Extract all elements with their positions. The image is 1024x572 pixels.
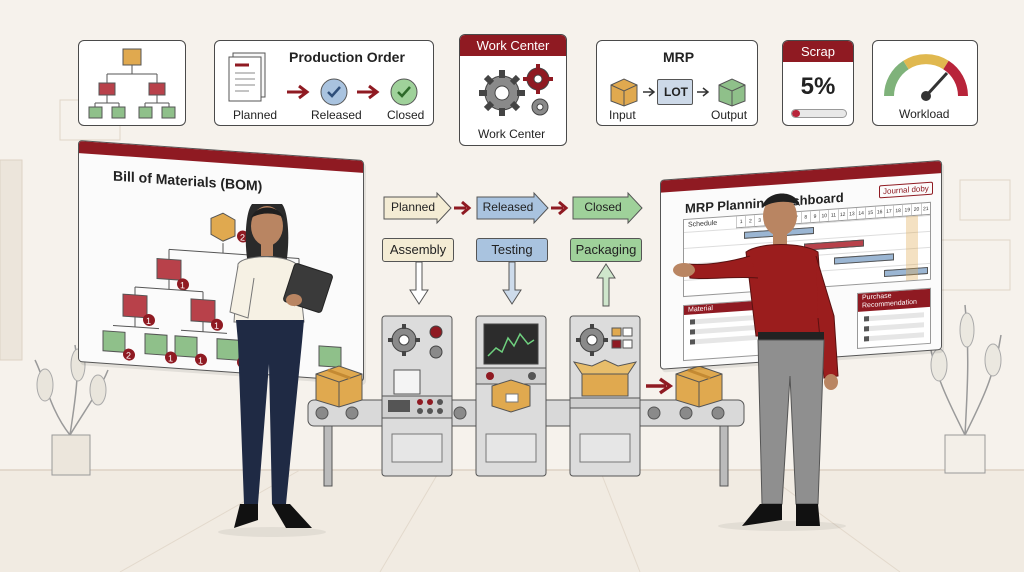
station-testing-label: Testing xyxy=(476,238,548,262)
output-label: Output xyxy=(711,108,748,122)
bom-badge: 2 xyxy=(126,350,131,360)
purchase-row xyxy=(864,322,924,332)
station-packaging-label: Packaging xyxy=(570,238,642,262)
gantt-highlight xyxy=(906,215,918,281)
box-icon xyxy=(610,78,638,107)
gauge-icon xyxy=(884,54,968,101)
arrow-right-icon xyxy=(454,200,472,216)
arrow-right-icon xyxy=(646,377,674,395)
status-arrow-released xyxy=(476,191,549,225)
gears-icon xyxy=(479,64,553,116)
scrap-card[interactable]: Scrap 5% xyxy=(782,40,854,126)
purchase-row xyxy=(864,332,924,342)
assembly-machine xyxy=(381,315,453,477)
workload-label: Workload xyxy=(899,107,950,121)
arrow-down-icon xyxy=(409,261,429,305)
step-released-label: Released xyxy=(311,108,362,122)
arrow-up-icon xyxy=(596,263,616,307)
status-planned-label: Planned xyxy=(390,200,436,214)
bom-badge: 1 xyxy=(180,280,185,290)
journal-tag: Journal doby xyxy=(879,181,933,199)
plant-right xyxy=(929,304,1002,474)
man-presenting xyxy=(673,193,846,531)
scrap-bar-fill xyxy=(792,110,801,117)
arrow-right-icon xyxy=(697,87,710,97)
status-arrow-closed xyxy=(572,191,643,225)
purchase-panel: Purchase Recommendation xyxy=(857,287,931,349)
status-arrow-planned xyxy=(383,191,452,225)
cube-icon xyxy=(718,78,746,107)
testing-machine xyxy=(475,315,547,477)
bom-tree-icon xyxy=(88,48,176,119)
check-circle-icon xyxy=(390,78,418,106)
scrap-value: 5% xyxy=(800,73,836,100)
arrow-right-icon xyxy=(287,84,310,100)
station-assembly-label: Assembly xyxy=(382,238,454,262)
work-center-label: Work Center xyxy=(478,127,546,141)
packaging-machine xyxy=(569,315,641,477)
production-order-card[interactable]: Production Order Planned Released Closed xyxy=(214,40,434,126)
bom-diagram: 2 1 1 1 2 1 1 1 xyxy=(102,212,342,369)
status-closed-label: Closed xyxy=(584,200,622,214)
bom-tree-card[interactable] xyxy=(78,40,186,126)
arrow-right-icon xyxy=(551,200,569,216)
bom-badge: 2 xyxy=(240,232,245,242)
step-planned-label: Planned xyxy=(233,108,278,122)
workload-card[interactable]: Workload xyxy=(872,40,978,126)
gantt-day-cell: 18 xyxy=(892,204,903,217)
gantt-day-cell: 17 xyxy=(883,205,893,218)
scrap-header: Scrap xyxy=(783,41,853,62)
bom-badge: 1 xyxy=(214,321,219,331)
check-circle-icon xyxy=(320,78,348,106)
work-center-header: Work Center xyxy=(460,35,566,56)
gantt-day-cell: 16 xyxy=(874,206,884,218)
gantt-day-cell: 19 xyxy=(902,204,912,216)
mrp-card-title: MRP xyxy=(663,49,695,65)
box-icon xyxy=(315,365,363,408)
step-closed-label: Closed xyxy=(387,108,425,122)
bom-badge: 1 xyxy=(168,353,173,363)
work-center-card[interactable]: Work Center Work Center xyxy=(459,34,567,146)
arrow-right-icon xyxy=(643,87,656,97)
status-released-label: Released xyxy=(482,200,534,214)
production-order-title: Production Order xyxy=(289,49,405,65)
mrp-card[interactable]: MRP LOT Input Output xyxy=(596,40,758,126)
arrow-down-icon xyxy=(502,261,522,305)
gantt-day-cell: 20 xyxy=(911,203,921,216)
input-label: Input xyxy=(609,108,636,122)
gantt-day-cell: 15 xyxy=(865,206,875,219)
purchase-row xyxy=(864,312,924,322)
lot-label: LOT xyxy=(664,85,688,99)
lot-box xyxy=(657,79,693,105)
bom-badge: 1 xyxy=(146,316,151,326)
scrap-bar xyxy=(791,109,847,118)
document-icon xyxy=(228,52,266,102)
bom-screen[interactable]: Bill of Materials (BOM) 2 1 1 1 2 1 xyxy=(78,140,364,382)
woman-with-tablet xyxy=(218,204,333,537)
arrow-right-icon xyxy=(357,84,380,100)
bom-badge: 1 xyxy=(198,355,203,365)
purchase-panel-header: Purchase Recommendation xyxy=(858,288,930,312)
gantt-day-cell: 21 xyxy=(920,202,930,215)
